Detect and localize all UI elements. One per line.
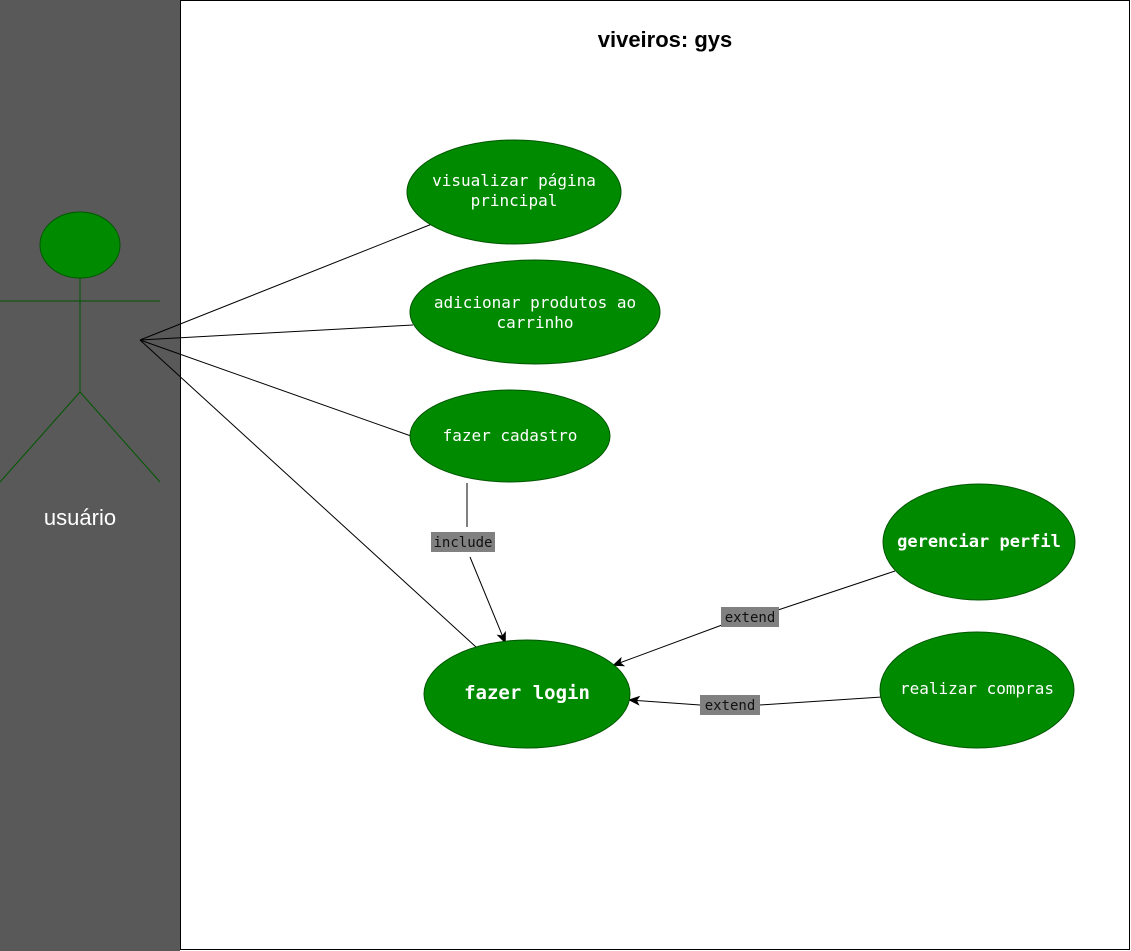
use-case-cadastro[interactable]: fazer cadastro: [409, 389, 611, 483]
use-case-adicionar[interactable]: adicionar produtos ao carrinho: [409, 259, 661, 365]
extend-compras-label-bg: [700, 695, 760, 715]
extend-perfil-label-bg: [721, 607, 779, 627]
extend-perfil-label: extend: [725, 610, 776, 626]
assoc-visualizar: [139, 223, 433, 341]
use-case-visualizar[interactable]: visualizar página principal: [406, 139, 622, 245]
use-case-cadastro-label: fazer cadastro: [443, 426, 578, 445]
use-case-perfil-label: gerenciar perfil: [897, 532, 1061, 552]
extend-compras-relation: extend: [628, 695, 883, 715]
include-label-bg: [431, 532, 495, 552]
include-label: include: [433, 535, 492, 551]
actor-head: [39, 211, 121, 279]
extend-compras-label: extend: [705, 698, 756, 714]
actor-lane: [0, 0, 180, 951]
assoc-adicionar: [139, 324, 414, 341]
actor-label: usuário: [44, 505, 116, 530]
use-case-adicionar-line2: carrinho: [496, 313, 573, 332]
extend-perfil-relation: extend: [612, 570, 896, 667]
use-case-login-label: fazer login: [464, 682, 590, 704]
use-case-login[interactable]: fazer login: [423, 639, 631, 749]
use-case-visualizar-line2: principal: [471, 191, 558, 210]
assoc-cadastro: [139, 339, 412, 437]
assoc-login: [139, 339, 477, 648]
actor-figure[interactable]: [0, 211, 161, 483]
use-case-perfil[interactable]: gerenciar perfil: [882, 483, 1076, 601]
use-case-visualizar-line1: visualizar página: [432, 171, 596, 190]
use-case-compras[interactable]: realizar compras: [879, 631, 1075, 749]
use-case-compras-label: realizar compras: [900, 679, 1054, 698]
include-relation: include: [431, 483, 506, 644]
associations: [139, 223, 477, 648]
system-boundary: [180, 0, 1130, 950]
use-case-adicionar-line1: adicionar produtos ao: [434, 293, 636, 312]
system-title: viveiros: gys: [598, 27, 733, 52]
